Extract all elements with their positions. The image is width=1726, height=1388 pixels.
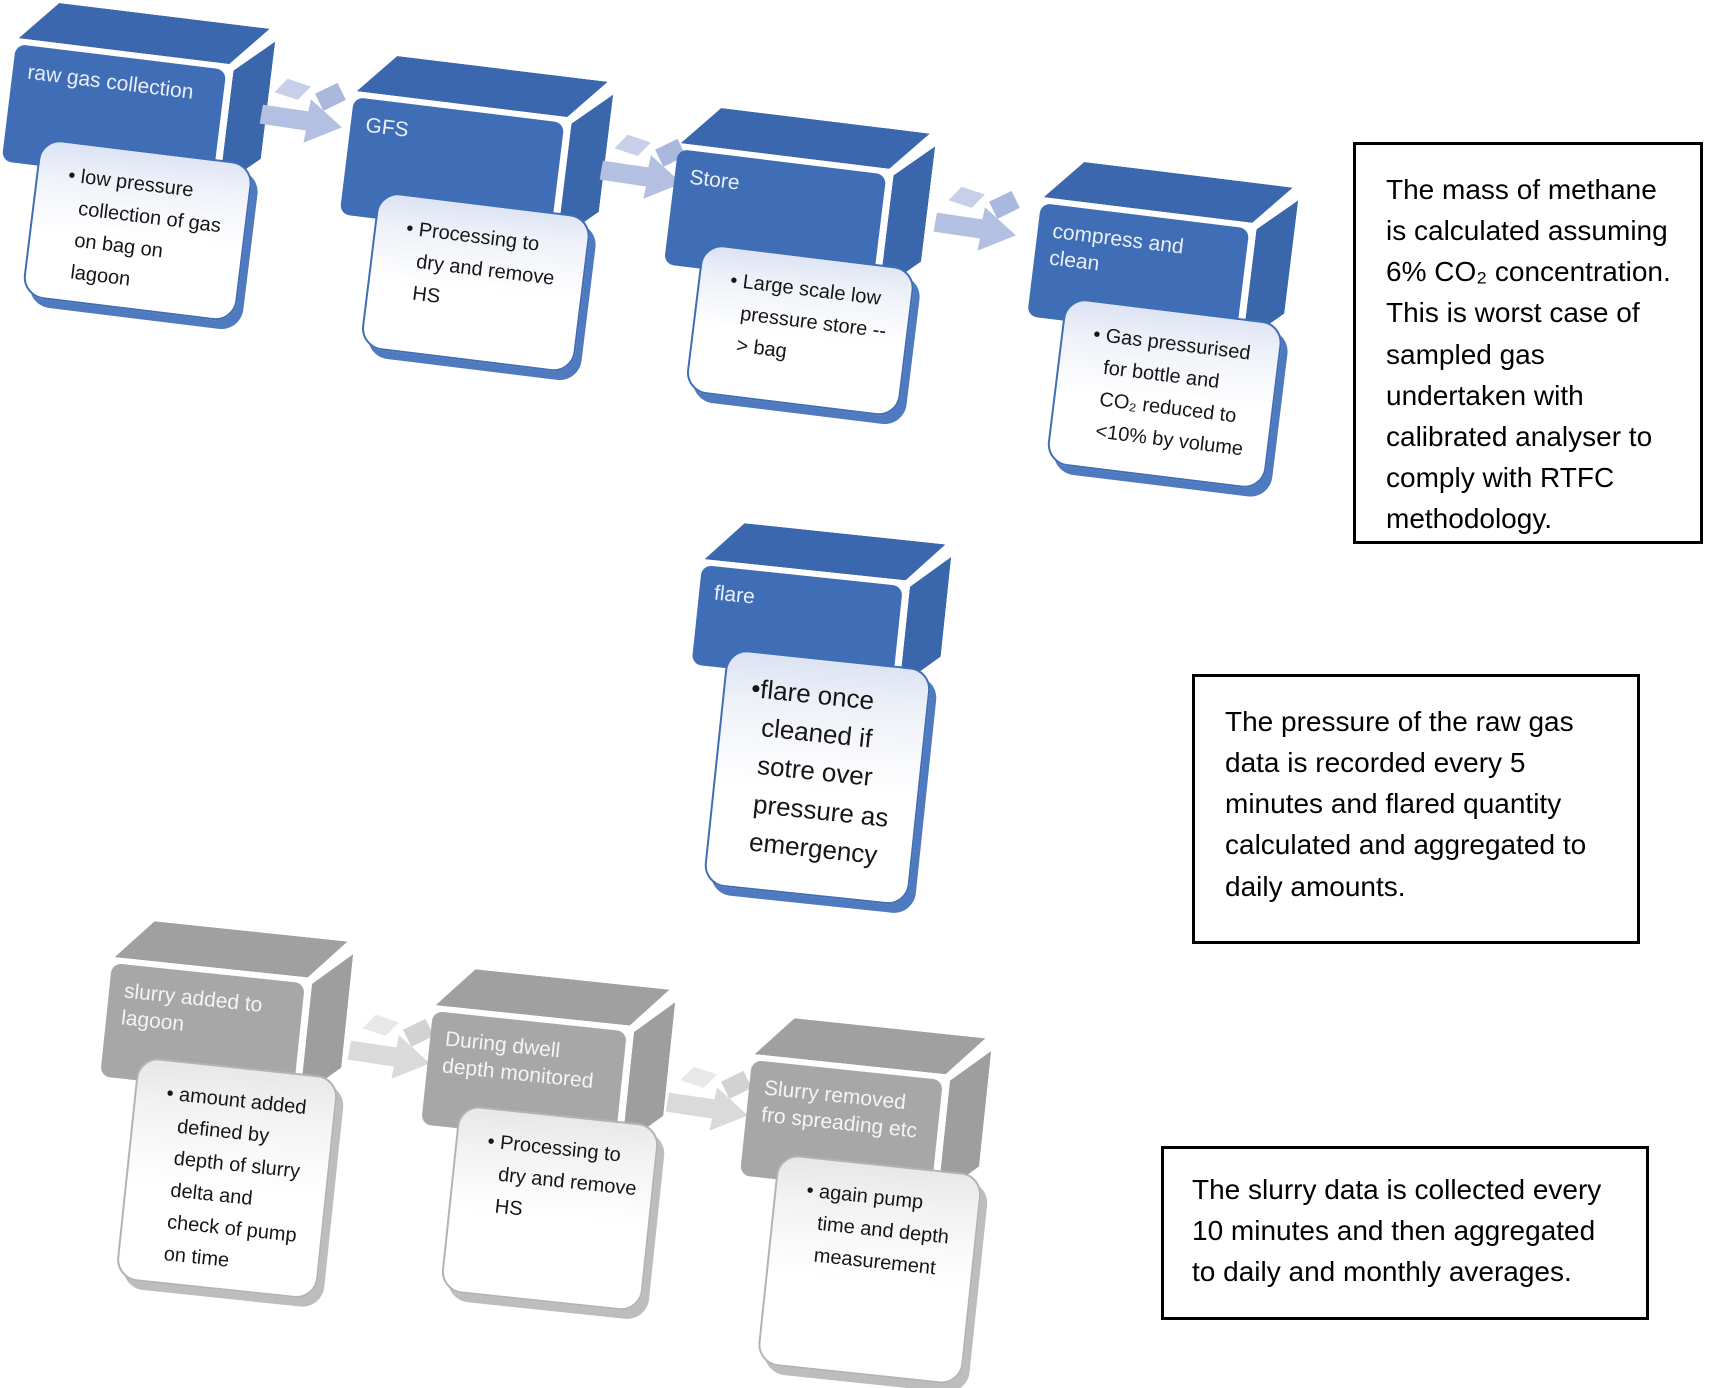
arrow-3d-fragment [614,134,651,156]
step-title: slurry added to lagoon [120,979,264,1037]
step-title: raw gas collection [26,60,195,104]
step-detail: • amount added defined by depth of slurr… [162,1082,308,1272]
step-detail-callout: • Large scale low pressure store --> bag [684,242,917,418]
note-text: The pressure of the raw gas data is reco… [1225,706,1587,902]
arrow-3d-fragment [315,82,346,111]
step-title: Slurry removed fro spreading etc [760,1076,919,1143]
step-detail: • Gas pressurised for bottle and CO₂ red… [1092,323,1252,461]
note-slurry-data: The slurry data is collected every 10 mi… [1161,1146,1649,1320]
step-detail: • low pressure collection of gas on bag … [67,164,223,291]
step-detail-callout: • Gas pressurised for bottle and CO₂ red… [1045,296,1285,491]
step-title: GFS [364,113,410,142]
step-title: compress and clean [1047,219,1185,276]
step-detail-callout: • Processing to dry and remove HS [439,1104,661,1313]
step-title: Store [688,165,741,195]
step-detail: • Processing to dry and remove HS [486,1130,638,1221]
step-detail: • again pump time and depth measurement [805,1179,950,1280]
step-title: flare [712,581,756,609]
step-title: During dwell depth monitored [441,1027,595,1094]
step-detail-callout: • low pressure collection of gas on bag … [21,137,255,323]
note-text: The slurry data is collected every 10 mi… [1192,1174,1602,1288]
arrow-3d-fragment [362,1014,399,1036]
step-detail-callout: • again pump time and depth measurement [756,1153,984,1386]
step-detail: •flare once cleaned if sotre over pressu… [747,672,891,870]
step-detail-callout: • Processing to dry and remove HS [359,190,593,374]
arrow-3d-fragment [989,190,1020,219]
flow-arrow-icon [663,1064,755,1138]
flow-arrow-icon [345,1012,437,1086]
arrow-3d-fragment [721,1070,752,1099]
note-raw-gas-pressure: The pressure of the raw gas data is reco… [1192,674,1640,944]
note-text: The mass of methane is calculated assumi… [1386,174,1671,535]
flow-arrow-icon [257,76,349,150]
note-methane-mass: The mass of methane is calculated assumi… [1353,142,1703,544]
arrow-3d-fragment [680,1066,717,1088]
step-detail: • Large scale low pressure store --> bag [729,269,888,363]
step-detail-callout: •flare once cleaned if sotre over pressu… [702,648,933,907]
flow-arrow-icon [931,184,1023,258]
arrow-3d-fragment [948,186,985,208]
arrow-3d-fragment [274,78,311,100]
step-detail: • Processing to dry and remove HS [405,217,556,308]
step-detail-callout: • amount added defined by depth of slurr… [114,1056,340,1301]
